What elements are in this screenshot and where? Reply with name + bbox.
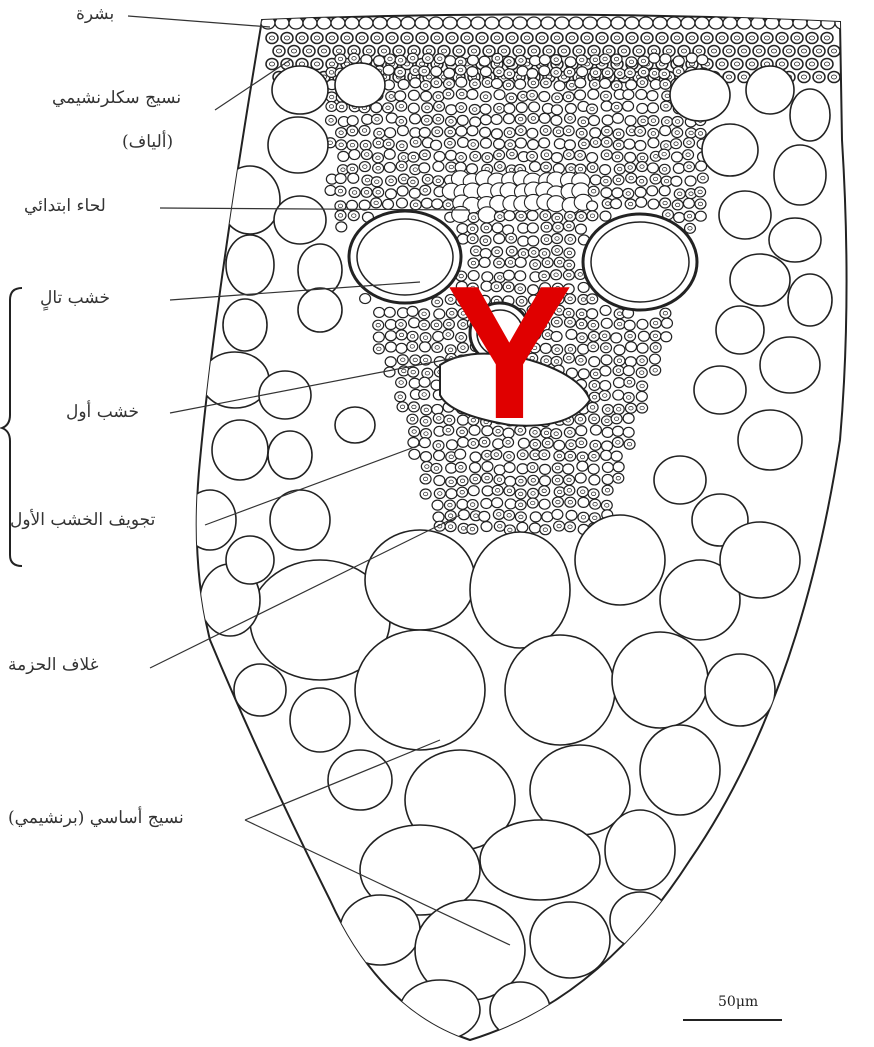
marker-y: Y xyxy=(446,258,573,448)
label-primary-phloem: لحاء ابتدائي xyxy=(24,196,106,216)
label-ground-tissue: نسيج أساسي (برنشيمي) xyxy=(8,808,184,828)
scale-bar-label: 50μm xyxy=(718,994,758,1010)
label-epidermis: بشرة xyxy=(76,4,114,24)
label-protoxylem: خشب أول xyxy=(66,402,139,422)
label-fibers: (ألياف) xyxy=(122,132,173,152)
label-protoxylem-cavity: تجويف الخشب الأول xyxy=(10,510,155,530)
label-sclerenchyma: نسيج سكلرنشيمي xyxy=(52,88,181,108)
label-bundle-sheath: غلاف الحزمة xyxy=(8,655,99,675)
label-metaxylem: خشب تالٍ xyxy=(40,288,110,308)
